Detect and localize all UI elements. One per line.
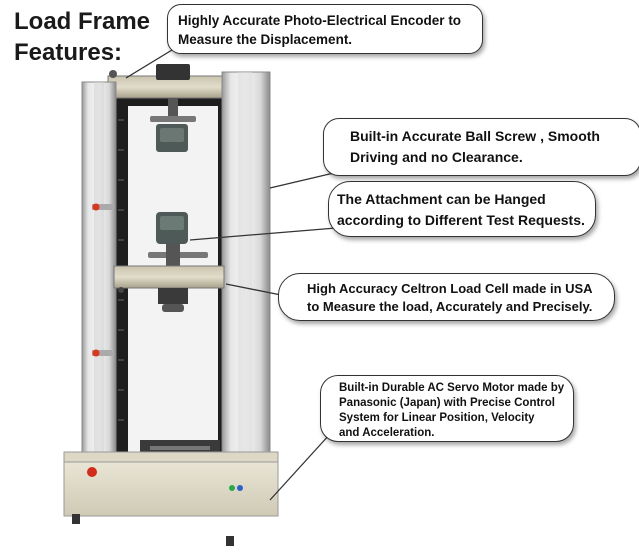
pointer-lines — [125, 49, 339, 501]
moving-crosshead — [113, 265, 225, 289]
pointer-attachment — [189, 227, 337, 241]
emergency-stop — [87, 467, 97, 477]
upper-grip — [150, 98, 196, 152]
callout-servo-motor-line-1: Built-in Durable AC Servo Motor made by — [339, 382, 565, 394]
callout-ball-screw-line-1: Built-in Accurate Ball Screw , Smooth — [350, 128, 600, 144]
scale-ticks — [118, 119, 124, 421]
callout-load-cell-line-1: High Accuracy Celtron Load Cell made in … — [307, 281, 593, 296]
indicator-blue — [237, 485, 243, 491]
pointer-load-cell — [225, 283, 287, 297]
callout-attachment: The Attachment can be Hanged according t… — [328, 181, 596, 237]
limit-switch-lower — [92, 349, 114, 357]
callout-servo-motor: Built-in Durable AC Servo Motor made by … — [320, 375, 574, 442]
limit-switch-upper — [92, 203, 114, 211]
callout-load-cell-line-2: to Measure the load, Accurately and Prec… — [307, 299, 593, 314]
callout-servo-motor-line-2: Panasonic (Japan) with Precise Control — [339, 397, 555, 409]
title-line-2: Features: — [14, 39, 123, 66]
pointer-servo-motor — [269, 433, 331, 501]
callout-servo-motor-line-4: and Acceleration. — [339, 427, 435, 439]
title-line-1: Load Frame — [14, 8, 151, 35]
callout-attachment-line-1: The Attachment can be Hanged — [337, 191, 546, 207]
callout-encoder-line-1: Highly Accurate Photo-Electrical Encoder… — [178, 13, 462, 28]
lower-fixture — [140, 440, 220, 454]
lower-grip — [148, 212, 208, 266]
base-top — [63, 451, 279, 463]
callout-attachment-line-2: according to Different Test Requests. — [337, 212, 585, 228]
callout-encoder: Highly Accurate Photo-Electrical Encoder… — [167, 4, 483, 54]
pointer-ball-screw — [269, 171, 339, 189]
callout-encoder-line-2: Measure the Displacement. — [178, 32, 353, 47]
callout-ball-screw-line-2: Driving and no Clearance. — [350, 149, 523, 165]
load-cell — [158, 288, 188, 312]
foot-left — [72, 514, 80, 524]
page-title: Load Frame Features: — [14, 6, 150, 68]
callout-load-cell: High Accuracy Celtron Load Cell made in … — [278, 273, 615, 321]
callout-ball-screw: Built-in Accurate Ball Screw , Smooth Dr… — [323, 118, 639, 176]
pointer-encoder — [125, 49, 173, 79]
base-cabinet — [63, 459, 279, 517]
callout-servo-motor-line-3: System for Linear Position, Velocity — [339, 412, 535, 424]
encoder-housing — [156, 64, 190, 80]
top-bolt-left — [109, 70, 117, 78]
foot-right — [226, 536, 234, 546]
indicator-green — [229, 485, 235, 491]
